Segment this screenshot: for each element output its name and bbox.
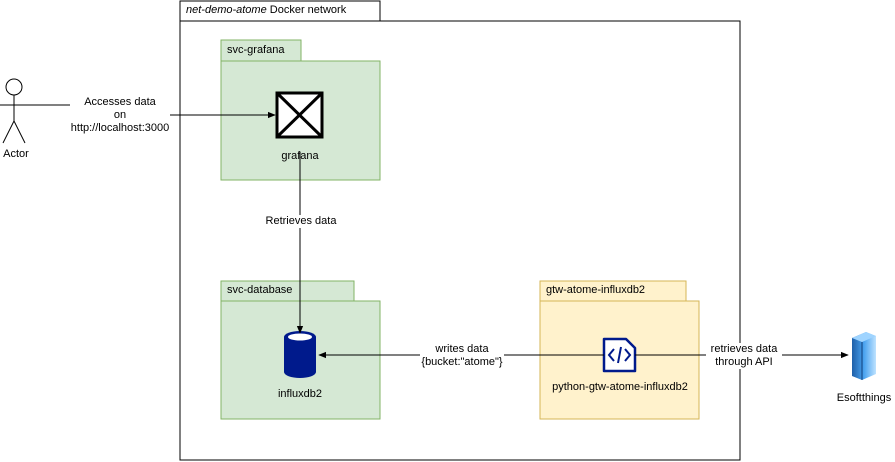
esoftthings-label: Esoftthings bbox=[836, 392, 892, 404]
gateway-title: gtw-atome-influxdb2 bbox=[546, 284, 646, 296]
edge-label-line: {bucket:"atome"} bbox=[421, 356, 503, 368]
edge-label-line: Accesses data bbox=[84, 96, 156, 108]
actor-icon bbox=[0, 78, 28, 144]
grafana-node-icon bbox=[275, 91, 324, 139]
grafana-node-label: grafana bbox=[281, 150, 319, 162]
influxdb2-database-icon bbox=[284, 331, 316, 378]
server-icon bbox=[852, 332, 876, 380]
code-file-icon bbox=[602, 337, 637, 373]
edge-label-line: through API bbox=[715, 356, 773, 368]
edge-label-grafana-to-database: Retrieves data bbox=[262, 215, 340, 228]
network-name: net-demo-atome bbox=[186, 4, 267, 16]
svc-grafana-title: svc-grafana bbox=[227, 44, 285, 56]
gateway-node-label: python-gtw-atome-influxdb2 bbox=[552, 381, 688, 393]
influxdb2-node-label: influxdb2 bbox=[277, 388, 323, 400]
edge-label-gateway-to-database: writes data {bucket:"atome"} bbox=[420, 343, 504, 369]
network-suffix: Docker network bbox=[266, 4, 347, 16]
actor-label: Actor bbox=[3, 148, 29, 160]
svc-database-title: svc-database bbox=[227, 284, 293, 296]
edge-label-gateway-to-external: retrieves data through API bbox=[706, 343, 782, 369]
edge-label-line: retrieves data bbox=[710, 343, 778, 355]
edge-label-line: on bbox=[113, 109, 127, 121]
edge-label-line: writes data bbox=[435, 343, 489, 355]
edge-label-line: http://localhost:3000 bbox=[70, 122, 170, 134]
edge-label-actor-to-grafana: Accesses data on http://localhost:3000 bbox=[70, 96, 170, 135]
network-title: net-demo-atome Docker network bbox=[186, 4, 346, 17]
